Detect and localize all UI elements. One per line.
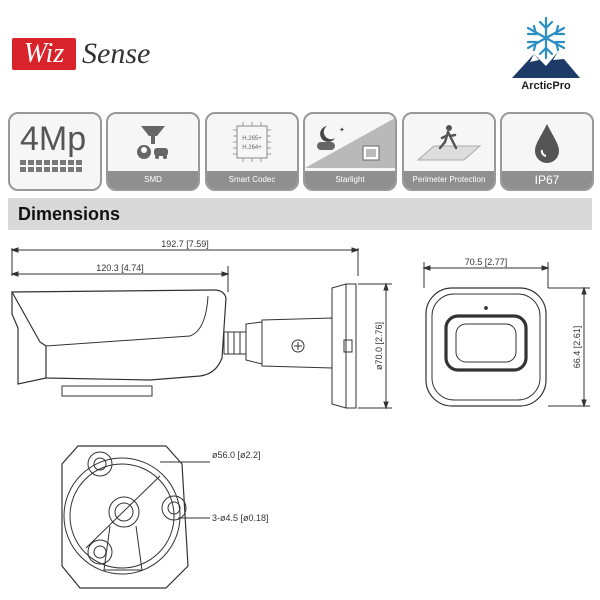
resolution-grid-icon xyxy=(20,160,82,172)
codec-h265: H.265+ xyxy=(242,136,262,142)
dimensions-bar xyxy=(8,198,592,230)
feature-ip67: IP67 xyxy=(500,112,594,191)
dim-bolt-circle: ø56.0 [ø2.2] xyxy=(212,450,261,460)
feature-perimeter: Perimeter Protection xyxy=(402,112,496,191)
wiz-text: Wiz xyxy=(23,38,65,69)
feature-codec-label: Smart Codec xyxy=(207,171,297,189)
feature-ip67-label: IP67 xyxy=(502,171,592,189)
feature-smd: SMD xyxy=(106,112,200,191)
sense-logo-text: Sense xyxy=(82,37,151,70)
dimensions-title: Dimensions xyxy=(18,204,121,224)
feature-4mp-text: 4Mp xyxy=(20,120,87,158)
svg-text:✦: ✦ xyxy=(339,126,345,134)
dim-overall-length: 192.7 [7.59] xyxy=(161,239,209,249)
arcticpro-logo xyxy=(512,16,580,78)
feature-starlight: ✦ Starlight xyxy=(303,112,397,191)
dim-front-height: 66.4 [2.61] xyxy=(572,326,582,369)
dim-base-diameter: ø70.0 [2.76] xyxy=(374,322,384,370)
arcticpro-label: ArcticPro xyxy=(521,80,571,92)
dimension-drawing: 192.7 [7.59] 120.3 [4.74] ø70.0 [2.76] 7… xyxy=(10,239,590,589)
smd-icon xyxy=(137,126,168,159)
feature-perimeter-label: Perimeter Protection xyxy=(404,171,494,189)
feature-4mp: 4Mp xyxy=(8,112,102,191)
dim-body-length: 120.3 [4.74] xyxy=(96,263,144,273)
wiz-logo: Wiz xyxy=(12,38,76,70)
water-drop-icon xyxy=(535,124,559,163)
perimeter-icon xyxy=(416,125,482,161)
feature-smart-codec: H.265+ H.264+ Smart Codec xyxy=(205,112,299,191)
dim-front-width: 70.5 [2.77] xyxy=(465,257,508,267)
chip-icon: H.265+ H.264+ xyxy=(233,122,271,162)
codec-h264: H.264+ xyxy=(242,145,262,151)
starlight-icon: ✦ xyxy=(305,118,395,168)
feature-smd-label: SMD xyxy=(108,171,198,189)
feature-starlight-label: Starlight xyxy=(305,171,395,189)
dim-holes: 3-ø4.5 [ø0.18] xyxy=(212,513,269,523)
